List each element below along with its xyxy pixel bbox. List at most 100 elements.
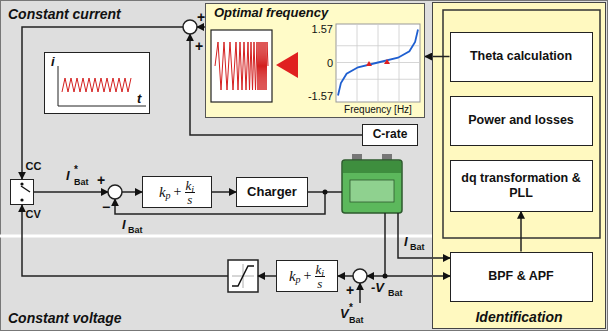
node-text: i [51, 55, 55, 69]
process-box: Power and losses [450, 96, 593, 146]
node-text: Identification [433, 309, 605, 325]
axis-label: 0 [327, 57, 333, 69]
operating-point [366, 61, 372, 66]
signal-wire [338, 275, 353, 277]
signal-arrow [520, 212, 522, 252]
plot-axes [58, 66, 146, 106]
gain-subscript: p [166, 190, 171, 201]
gain-symbol: k [289, 268, 296, 285]
region-separator [0, 235, 432, 238]
node-text: CV [26, 208, 41, 220]
plot-area [336, 24, 420, 102]
switch-contact [20, 198, 23, 201]
panel-ground [205, 3, 425, 118]
process-box: dq transformation & PLL [450, 160, 593, 212]
saturation-block [228, 260, 258, 292]
current-plot-inset: it [44, 52, 150, 114]
summing-junction [108, 185, 122, 199]
sum-sign: + [197, 9, 205, 25]
gain-symbol: k [186, 179, 192, 192]
plot-grid [336, 24, 420, 102]
signal-window [211, 30, 272, 102]
laplace-variable: s [187, 193, 192, 206]
battery-top [343, 161, 401, 173]
chirp-signal [215, 42, 268, 90]
signal-arrow [425, 56, 450, 58]
node-text: t [137, 92, 141, 106]
fraction-numerator: ki [315, 263, 326, 277]
identification-panel: Identification Theta calculationPower and… [432, 2, 606, 329]
signal-wire [122, 191, 142, 193]
operating-point [384, 59, 390, 64]
axis-label: -1.57 [308, 90, 333, 102]
node-text: dq transformation & PLL [455, 171, 588, 200]
summing-junction [183, 20, 197, 34]
sum-sign: + [346, 282, 354, 298]
signal-wire [22, 205, 228, 276]
fraction: kis [315, 263, 326, 290]
switch-contact [20, 182, 23, 185]
panel-ground [432, 2, 606, 329]
switch-ground [10, 179, 34, 205]
region-title: Constant current [8, 6, 121, 22]
signal-wire [190, 34, 362, 135]
inset-ground [44, 52, 150, 114]
signal-name: I [122, 217, 126, 232]
filter-box: BPF & APF [450, 252, 593, 302]
gain-subscript: p [296, 274, 301, 285]
axis-label: Frequency [Hz] [344, 104, 412, 115]
battery-sticker [350, 180, 394, 202]
signal-name: Bat [349, 315, 364, 325]
node-text: Power and losses [468, 113, 574, 127]
signal-name: Bat [74, 177, 89, 187]
signal-wires [22, 27, 450, 303]
fraction-numerator: ki [185, 179, 196, 193]
cc-cv-switch: CCCV [10, 179, 34, 205]
pi-formula: kp+kis [289, 263, 325, 290]
region-title: Constant voltage [8, 310, 122, 326]
signal-wire [385, 213, 450, 276]
signal-name: V [340, 306, 349, 321]
gain-symbol: k [159, 184, 166, 201]
node-text: Optimal frequency [214, 6, 328, 21]
signal-name: I [66, 168, 70, 183]
node-text: Charger [247, 185, 297, 200]
phase-curve [338, 30, 418, 96]
sum-sign: + [97, 172, 105, 188]
operator-sign: + [304, 268, 312, 284]
gain-symbol: k [316, 263, 322, 276]
signal-name: Bat [388, 288, 403, 298]
node-text: C-rate [373, 128, 408, 142]
laplace-variable: s [317, 277, 322, 290]
switch-blade [21, 186, 30, 192]
pi-controller: kp+kis [276, 260, 338, 292]
signal-wire [398, 213, 450, 258]
c-rate-box: C-rate [362, 124, 418, 146]
signal-name: Bat [128, 225, 143, 235]
junction-dot [383, 274, 388, 279]
fraction: kis [185, 179, 196, 206]
signal-wire [197, 26, 205, 28]
pi-formula: kp+kis [159, 179, 195, 206]
signal-arrow [212, 191, 236, 193]
signal-wire [34, 191, 108, 193]
node-text: BPF & APF [488, 269, 554, 283]
operator-sign: + [174, 184, 182, 200]
signal-name: Bat [410, 242, 425, 252]
signal-name: * [349, 302, 353, 313]
signal-wire [22, 27, 183, 179]
saturation-curve [232, 266, 254, 286]
signal-wire [258, 275, 276, 277]
pointer-triangle [276, 52, 298, 78]
sum-sign: − [102, 199, 110, 215]
pi-controller: kp+kis [142, 176, 212, 208]
junction-dot [323, 190, 328, 195]
process-box: Theta calculation [450, 32, 593, 82]
node-text: CC [26, 160, 42, 172]
sum-sign: + [195, 38, 203, 54]
charger-box: Charger [236, 177, 308, 207]
axis-label: 1.57 [312, 23, 333, 35]
